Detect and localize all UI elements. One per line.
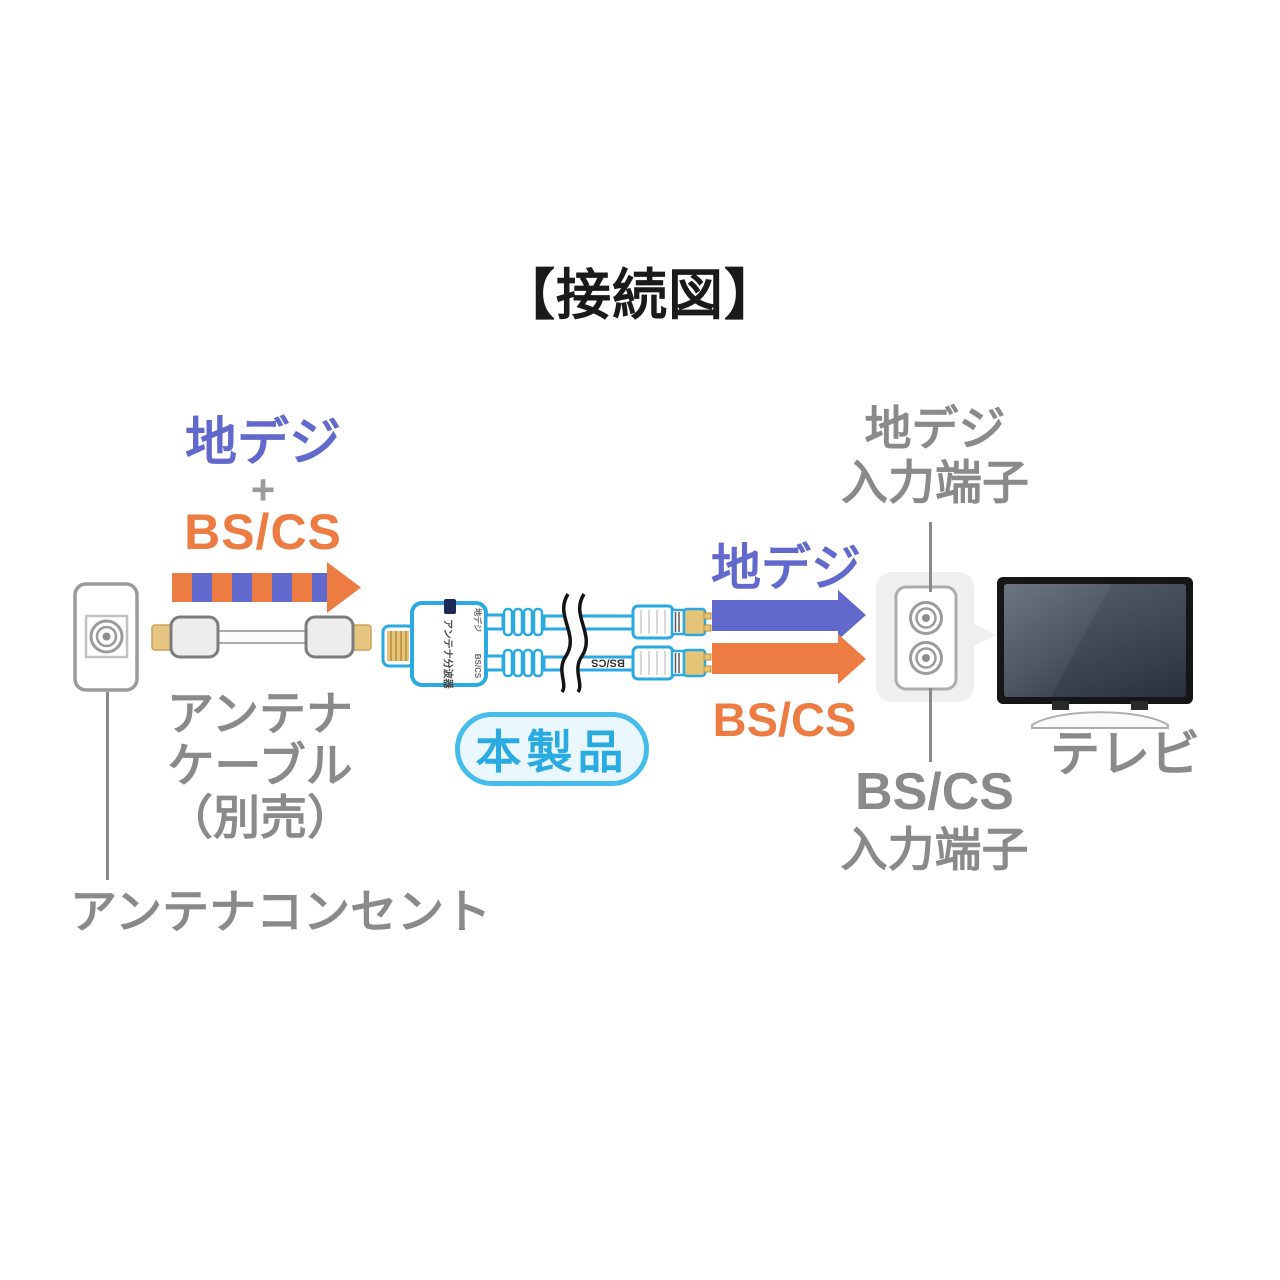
output-terrestrial-label: 地デジ [711,540,861,596]
terrestrial-input-jack-icon [909,601,943,635]
splitter-product-icon: アンテナ分波器 地デジ BS/CS [381,589,712,696]
splitter-body-print: アンテナ分波器 [442,599,456,690]
tv-icon [997,577,1193,704]
bscs-arrow-icon [712,634,866,684]
tv-input-top-leader-line [929,522,932,592]
outlet-leader-line [106,692,109,880]
tv-stand-icon [1031,701,1169,729]
page-title: 【接続図】 [499,264,780,326]
tv-input-bottom-line2: 入力端子 [840,823,1029,876]
tv-input-bottom-leader-line [929,688,932,762]
tv-input-top-line1: 地デジ [864,402,1006,455]
terrestrial-arrow-icon [712,590,866,640]
source-terrestrial-label: 地デジ [184,414,341,472]
svg-text:アンテナ分波器: アンテナ分波器 [442,619,455,690]
tv-screen [1004,584,1186,697]
plus-sign: + [250,466,276,513]
tv-input-top-label: 地デジ 入力端子 [830,402,1040,510]
bscs-input-jack-icon [909,641,943,675]
tv-input-bottom-label: BS/CS 入力端子 [822,764,1047,878]
splitter-port-top-label: 地デジ [473,608,483,632]
tv-input-bottom-line1: BS/CS [855,763,1014,821]
outlet-label: アンテナコンセント [70,885,492,938]
tv-terminal-panel-icon [876,572,996,702]
product-callout-badge: 本製品 [455,712,649,786]
source-bscs-label: BS/CS [184,504,342,560]
combined-signal-arrow-icon [172,562,361,613]
cable-label-line2: ケーブル [167,739,353,792]
cable-label: アンテナ ケーブル （別売） [120,688,400,844]
product-callout-label: 本製品 [475,726,629,778]
splitter-port-bottom-label: BS/CS [473,654,482,679]
antenna-cable-icon [151,615,372,659]
tv-input-top-line2: 入力端子 [841,456,1029,509]
output-bscs-label: BS/CS [712,693,857,746]
cable-break-icon [561,589,587,696]
tv-label: テレビ [1050,726,1200,782]
cable-print-bscs: BS/CS [591,657,625,669]
antenna-outlet-icon [73,582,139,692]
cable-label-line1: アンテナ [166,687,354,740]
output-arrows-icon [712,590,866,684]
cable-label-line3: （別売） [166,791,354,844]
